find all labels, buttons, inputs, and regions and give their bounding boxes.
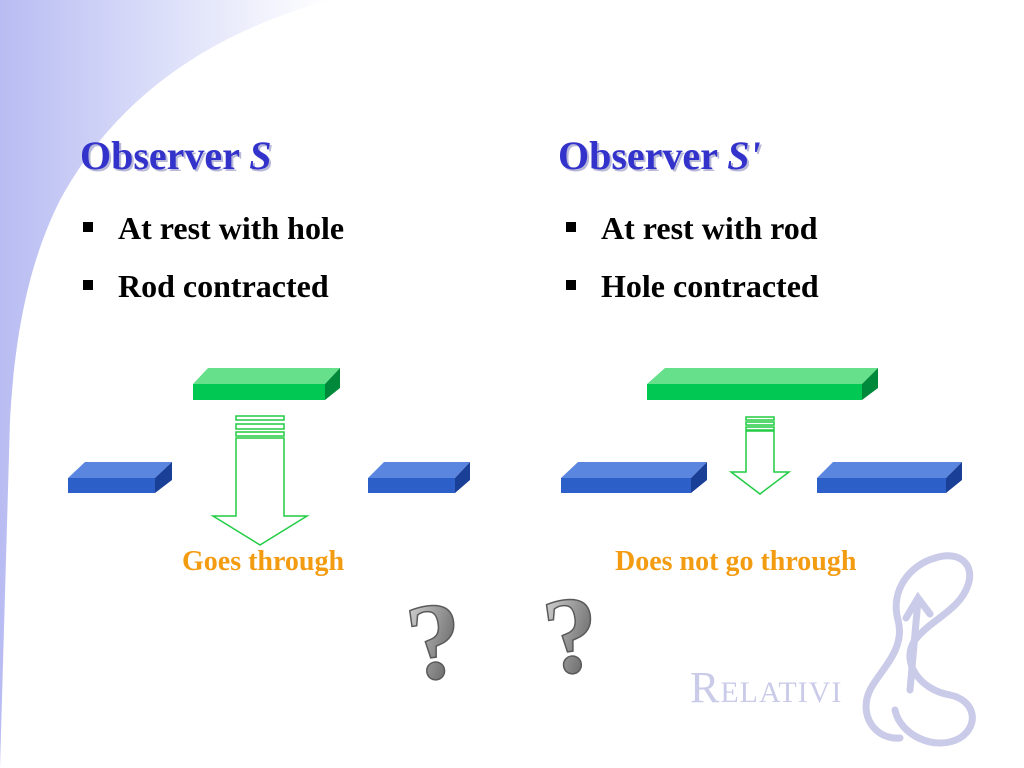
bullet-item: Rod contracted xyxy=(80,264,344,322)
bullet-square-icon xyxy=(83,222,93,232)
logo-letter: R xyxy=(690,663,721,712)
question-mark-2: ? xyxy=(536,571,607,699)
bullet-square-icon xyxy=(83,280,93,290)
right-wall-left-block xyxy=(561,462,707,493)
heading-text: Observer xyxy=(558,133,728,178)
left-rod xyxy=(193,368,340,400)
right-down-arrow-icon xyxy=(728,416,792,495)
observer-s-heading: Observer S xyxy=(80,132,271,179)
question-mark-1: ? xyxy=(399,577,470,705)
observer-s-prime-heading: Observer S' xyxy=(558,132,761,179)
observer-s-bullets: At rest with hole Rod contracted xyxy=(80,206,344,322)
left-wall-left-block xyxy=(68,462,172,493)
logo-letters: ELATIVI xyxy=(720,676,843,709)
observer-s-prime-bullets: At rest with rod Hole contracted xyxy=(563,206,819,322)
bullet-text: Hole contracted xyxy=(601,268,819,304)
bullet-square-icon xyxy=(566,222,576,232)
bullet-item: Hole contracted xyxy=(563,264,819,322)
relativity-logo-text: RELATIVI xyxy=(690,662,842,713)
left-wall-right-block xyxy=(368,462,470,493)
right-rod xyxy=(647,368,878,400)
right-wall-right-block xyxy=(817,462,962,493)
bullet-item: At rest with hole xyxy=(80,206,344,264)
heading-variable: S xyxy=(249,133,272,178)
left-down-arrow-icon xyxy=(210,415,310,546)
does-not-go-through-caption: Does not go through xyxy=(615,546,857,577)
bullet-item: At rest with rod xyxy=(563,206,819,264)
heading-text: Observer xyxy=(80,133,250,178)
bullet-text: At rest with hole xyxy=(118,210,345,246)
heading-variable: S' xyxy=(727,133,761,178)
bullet-text: Rod contracted xyxy=(118,268,329,304)
goes-through-caption: Goes through xyxy=(182,546,345,577)
bullet-square-icon xyxy=(566,280,576,290)
relativity-logo-swirl xyxy=(862,552,976,747)
bullet-text: At rest with rod xyxy=(601,210,818,246)
